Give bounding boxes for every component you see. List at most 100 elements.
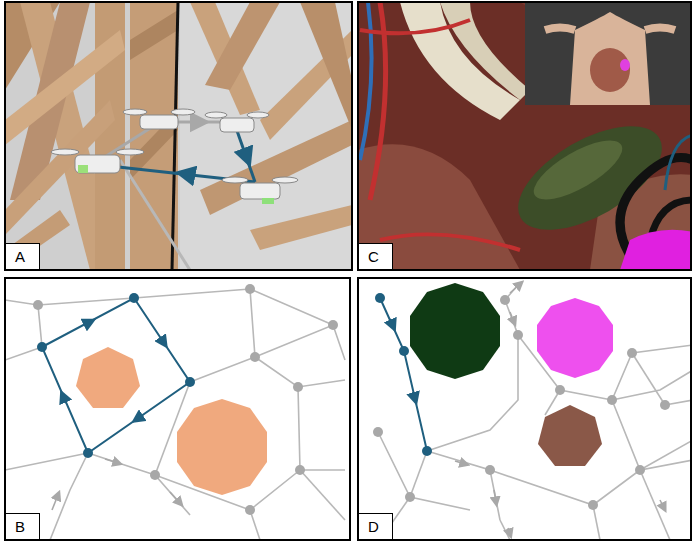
- figure-part: [328, 320, 338, 330]
- figure-part: [390, 319, 393, 326]
- figure-part: [5, 210, 70, 270]
- figure-part: [358, 2, 691, 270]
- figure-part: [358, 278, 691, 540]
- figure-part: [627, 348, 637, 358]
- figure-part: [245, 505, 255, 515]
- figure-part: [620, 158, 691, 271]
- figure-part: [358, 2, 691, 270]
- figure-part: [525, 2, 691, 105]
- figure-part: [42, 298, 190, 453]
- figure-part: [235, 125, 255, 182]
- figure-part: [240, 183, 280, 199]
- figure-part: [205, 2, 280, 90]
- figure-part: [375, 293, 385, 303]
- figure-part: [538, 405, 602, 466]
- figure-part: [358, 2, 691, 270]
- figure-part: [500, 520, 510, 540]
- figure-part: [612, 400, 691, 470]
- figure-part: [645, 28, 675, 31]
- figure-part: [245, 284, 255, 294]
- figure-part: [155, 382, 190, 475]
- figure-part: [500, 295, 510, 305]
- figure-part: [51, 149, 79, 155]
- figure-part: [200, 120, 352, 215]
- figure-part: [635, 465, 645, 475]
- figure-part: [116, 149, 144, 155]
- figure-part: [247, 112, 269, 118]
- figure-part: [160, 337, 164, 343]
- figure-part: [171, 109, 195, 115]
- figure-part: [5, 289, 345, 540]
- figure-part: [427, 451, 500, 520]
- figure-part: [196, 121, 200, 124]
- figure-part: [660, 400, 670, 410]
- figure-part: [422, 446, 432, 456]
- figure-part: [612, 345, 691, 400]
- figure-part: [137, 415, 143, 419]
- figure-part: [640, 470, 670, 540]
- figure-part: [537, 298, 613, 378]
- figure-part: [358, 144, 520, 270]
- figure-part: [640, 440, 691, 470]
- figure-part: [660, 500, 664, 508]
- figure-part: [555, 385, 565, 395]
- figure-part: [360, 20, 470, 33]
- figure-part: [88, 453, 300, 510]
- figure-part: [590, 48, 630, 92]
- figure-part: [105, 459, 118, 463]
- figure-part: [250, 352, 260, 362]
- figure-part: [5, 2, 352, 270]
- figure-part: [410, 451, 427, 497]
- figure-part: [78, 165, 88, 173]
- figure-part: [5, 2, 352, 270]
- panel-letter: B: [15, 518, 25, 535]
- figure-part: [130, 10, 178, 60]
- figure-part: [373, 427, 383, 437]
- figure-part: [50, 453, 88, 540]
- figure-part: [5, 453, 88, 470]
- figure-part: [5, 2, 352, 270]
- figure-part: [63, 322, 164, 419]
- figure-part: [518, 335, 612, 400]
- figure-part: [405, 492, 415, 502]
- figure-part: [485, 465, 495, 475]
- figure-part: [298, 387, 345, 470]
- figure-part: [632, 353, 665, 405]
- figure-part: [33, 284, 338, 515]
- figure-part: [63, 396, 66, 403]
- figure-part: [513, 330, 523, 340]
- figure-part: [38, 305, 42, 347]
- figure-part: [360, 2, 372, 160]
- figure-part: [373, 283, 691, 540]
- figure-part: [494, 490, 496, 502]
- figure-part: [250, 205, 352, 250]
- figure-part: [76, 347, 140, 408]
- figure-part: [129, 293, 139, 303]
- panel-label-box: A: [5, 243, 40, 270]
- figure-part: [440, 2, 530, 100]
- figure-part: [244, 150, 247, 158]
- figure-part: [5, 278, 350, 540]
- figure-part: [620, 59, 630, 71]
- figure-part: [378, 432, 470, 510]
- figure-part: [375, 293, 432, 456]
- figure-part: [300, 2, 352, 130]
- panel-label-box: C: [358, 243, 393, 270]
- figure-part: [220, 118, 254, 132]
- figure-part: [5, 2, 691, 540]
- figure-part: [100, 165, 255, 182]
- figure-part: [665, 135, 691, 190]
- figure-part: [490, 470, 640, 505]
- figure-part: [545, 28, 575, 31]
- figure-part: [180, 2, 352, 270]
- figure-part: [185, 377, 195, 387]
- figure-part: [510, 312, 514, 322]
- figure-part: [373, 295, 670, 510]
- figure-part: [51, 109, 298, 199]
- figure-part: [155, 475, 190, 515]
- figure-part: [410, 283, 500, 379]
- figure-part: [293, 382, 303, 392]
- figure-part: [170, 492, 180, 503]
- figure-part: [177, 399, 267, 495]
